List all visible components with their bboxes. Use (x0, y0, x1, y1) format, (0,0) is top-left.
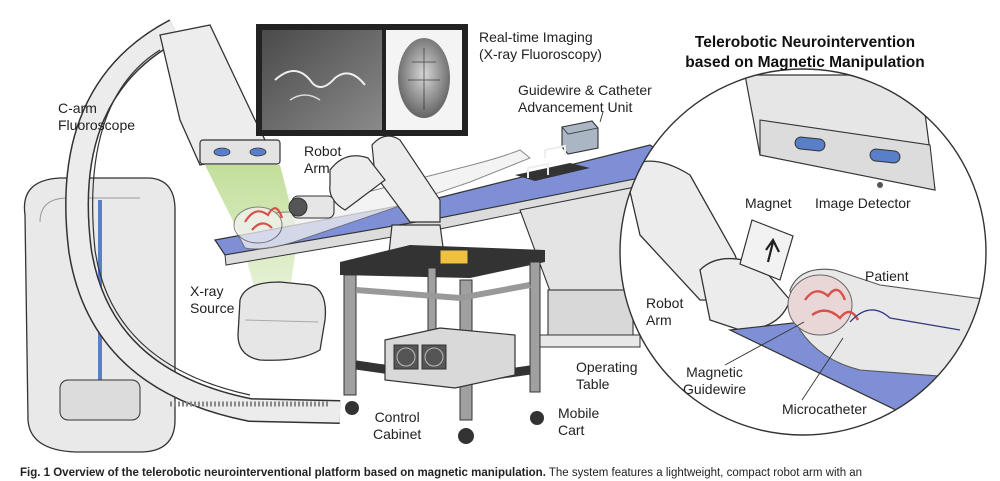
label-microcatheter: Microcatheter (782, 401, 867, 417)
head-vessels (244, 207, 284, 231)
label-imaging: Real-time Imaging(X-ray Fluoroscopy) (479, 29, 602, 62)
label-patient: Patient (865, 268, 909, 284)
imaging-monitor (256, 24, 468, 136)
arrow-up-icon (765, 237, 780, 263)
leader-lines (599, 111, 844, 401)
advancement-unit (515, 120, 599, 181)
control-cabinet (384, 327, 516, 389)
label-magnet: Magnet (745, 195, 792, 211)
caption-bold: Fig. 1 Overview of the telerobotic neuro… (20, 467, 546, 479)
inset-circle (619, 68, 987, 436)
robot-arm (288, 135, 446, 263)
c-arm-detector (159, 24, 281, 166)
label-image-detector: Image Detector (815, 195, 911, 211)
xray-source (237, 281, 327, 361)
caption-rest: The system features a lightweight, compa… (545, 467, 863, 479)
c-arm-arc (65, 19, 341, 424)
figure-caption: Fig. 1 Overview of the telerobotic neuro… (20, 466, 995, 481)
